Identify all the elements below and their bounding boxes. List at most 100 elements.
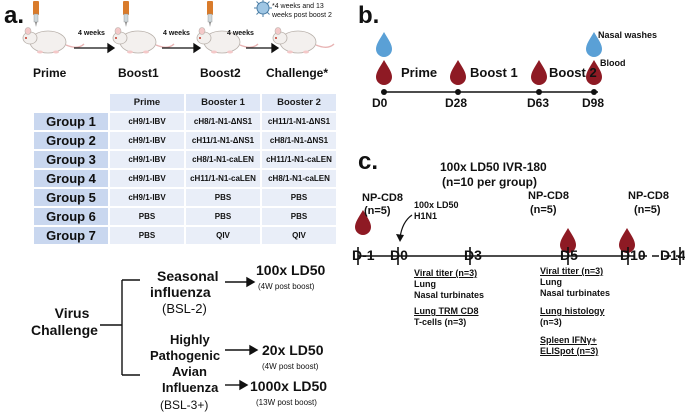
mouse-challenge-icon: [272, 26, 335, 55]
header-prime: Prime: [110, 94, 184, 111]
d5-histology-line1: Lung histology: [540, 306, 605, 316]
d5-nasal: Nasal turbinates: [540, 288, 611, 298]
cell-prime: cH9/1-IBV: [110, 170, 184, 187]
npcd8-d10-n: (n=5): [634, 204, 661, 216]
c-day-d10: D10: [620, 247, 646, 263]
d5-ifn-line1: Spleen IFNγ+: [540, 335, 597, 345]
npcd8-d10-label: NP-CD8: [628, 190, 669, 202]
blood-drop-d0-icon: [376, 60, 392, 85]
hpai-line4: Influenza: [162, 380, 219, 395]
header-booster2: Booster 2: [262, 94, 336, 111]
d5-lung: Lung: [540, 277, 562, 287]
group-table: Prime Booster 1 Booster 2 Group 1 cH9/1-…: [32, 92, 338, 246]
table-row: Group 6 PBS PBS PBS: [34, 208, 336, 225]
d3-viral-titer: Viral titer (n=3): [414, 268, 478, 278]
c-day-d0: D0: [390, 247, 408, 263]
seasonal-line2: influenza: [150, 284, 211, 300]
table-row: Group 1 cH9/1-IBV cH8/1-N1-ΔNS1 cH11/1-N…: [34, 113, 336, 130]
panel-a-schedule: [22, 0, 335, 55]
c-day-d3: D3: [464, 247, 482, 263]
virus-challenge-line2: Challenge: [31, 322, 98, 338]
cell-booster2: cH8/1-N1-ΔNS1: [262, 132, 336, 149]
table-corner: [34, 94, 108, 111]
table-header-row: Prime Booster 1 Booster 2: [34, 94, 336, 111]
seasonal-line1: Seasonal: [157, 268, 219, 284]
seasonal-note: (4W post boost): [258, 282, 315, 291]
hpai-dose-1000x: 1000x LD50: [250, 378, 328, 394]
interval-1-label: 4 weeks: [78, 30, 105, 37]
hpai-bsl: (BSL-3+): [160, 398, 209, 412]
table-row: Group 2 cH9/1-IBV cH11/1-N1-ΔNS1 cH8/1-N…: [34, 132, 336, 149]
day-d63: D63: [527, 96, 550, 110]
cell-booster1: PBS: [186, 189, 260, 206]
hpai-dose-20x: 20x LD50: [262, 342, 324, 358]
mouse-boost2-icon: [196, 0, 259, 55]
phase-boost2: Boost 2: [549, 65, 597, 80]
npcd8-dminus1-label: NP-CD8: [362, 192, 403, 204]
group-name: Group 5: [34, 189, 108, 206]
blood-drop-d63-icon: [531, 60, 547, 85]
hpai-line2: Pathogenic: [150, 348, 221, 363]
challenge-tree: [100, 276, 259, 391]
table-row: Group 4 cH9/1-IBV cH11/1-N1-caLEN cH8/1-…: [34, 170, 336, 187]
cell-prime: cH9/1-IBV: [110, 132, 184, 149]
virus-icon: [254, 0, 272, 17]
group-name: Group 3: [34, 151, 108, 168]
step-prime-label: Prime: [33, 66, 67, 80]
phase-prime: Prime: [401, 65, 438, 80]
group-name: Group 2: [34, 132, 108, 149]
virus-challenge-line1: Virus: [54, 305, 90, 321]
cell-booster2: PBS: [262, 208, 336, 225]
cell-booster2: cH11/1-N1-caLEN: [262, 151, 336, 168]
cell-booster2: cH11/1-N1-ΔNS1: [262, 113, 336, 130]
cell-booster2: PBS: [262, 189, 336, 206]
panel-c-axis: [357, 247, 681, 265]
cell-booster1: cH8/1-N1-caLEN: [186, 151, 260, 168]
hpai-note-13w: (13W post boost): [256, 398, 317, 407]
d5-histology-line2: (n=3): [540, 317, 562, 327]
footnote-line2: weeks post boost 2: [272, 12, 332, 19]
seasonal-bsl: (BSL-2): [162, 301, 207, 316]
panel-b-timeline: [376, 32, 602, 95]
blood-label: Blood: [600, 58, 626, 68]
d3-trm-line1: Lung TRM CD8: [414, 306, 479, 316]
cell-prime: PBS: [110, 208, 184, 225]
d5-ifn-line2: ELISpot (n=3): [540, 346, 599, 356]
infection-dose: 100x LD50: [414, 200, 459, 210]
cell-prime: cH9/1-IBV: [110, 151, 184, 168]
header-booster1: Booster 1: [186, 94, 260, 111]
step-boost1-label: Boost1: [118, 66, 159, 80]
table-row: Group 7 PBS QIV QIV: [34, 227, 336, 244]
npcd8-dminus1-n: (n=5): [364, 205, 391, 217]
seasonal-dose: 100x LD50: [256, 262, 326, 278]
cell-prime: cH9/1-IBV: [110, 189, 184, 206]
panel-c-timeline: [355, 210, 681, 265]
d3-trm-line2: T-cells (n=3): [414, 317, 467, 327]
hpai-line3: Avian: [172, 364, 207, 379]
cell-booster2: cH8/1-N1-caLEN: [262, 170, 336, 187]
cell-booster1: cH11/1-N1-caLEN: [186, 170, 260, 187]
infection-strain: H1N1: [414, 211, 438, 221]
panel-c-label: c.: [358, 148, 379, 175]
day-d98: D98: [582, 96, 605, 110]
c-day-dminus1: D-1: [352, 247, 375, 263]
step-challenge-label: Challenge*: [266, 66, 329, 80]
nasal-wash-drop-d0-icon: [376, 32, 392, 57]
cell-booster1: PBS: [186, 208, 260, 225]
c-day-d14: D14: [660, 247, 685, 263]
interval-3-label: 4 weeks: [227, 30, 254, 37]
d3-nasal: Nasal turbinates: [414, 290, 485, 300]
c-day-d5: D5: [560, 247, 578, 263]
npcd8-d5-label: NP-CD8: [528, 190, 569, 202]
panel-b-label: b.: [358, 2, 380, 29]
mouse-prime-icon: [22, 0, 85, 55]
cell-booster1: QIV: [186, 227, 260, 244]
footnote-line1: *4 weeks and 13: [272, 3, 324, 10]
group-name: Group 1: [34, 113, 108, 130]
group-name: Group 4: [34, 170, 108, 187]
group-name: Group 7: [34, 227, 108, 244]
group-name: Group 6: [34, 208, 108, 225]
step-boost2-label: Boost2: [200, 66, 241, 80]
nasal-washes-label: Nasal washes: [598, 30, 658, 40]
panel-c-title-line1: 100x LD50 IVR-180: [440, 160, 547, 174]
